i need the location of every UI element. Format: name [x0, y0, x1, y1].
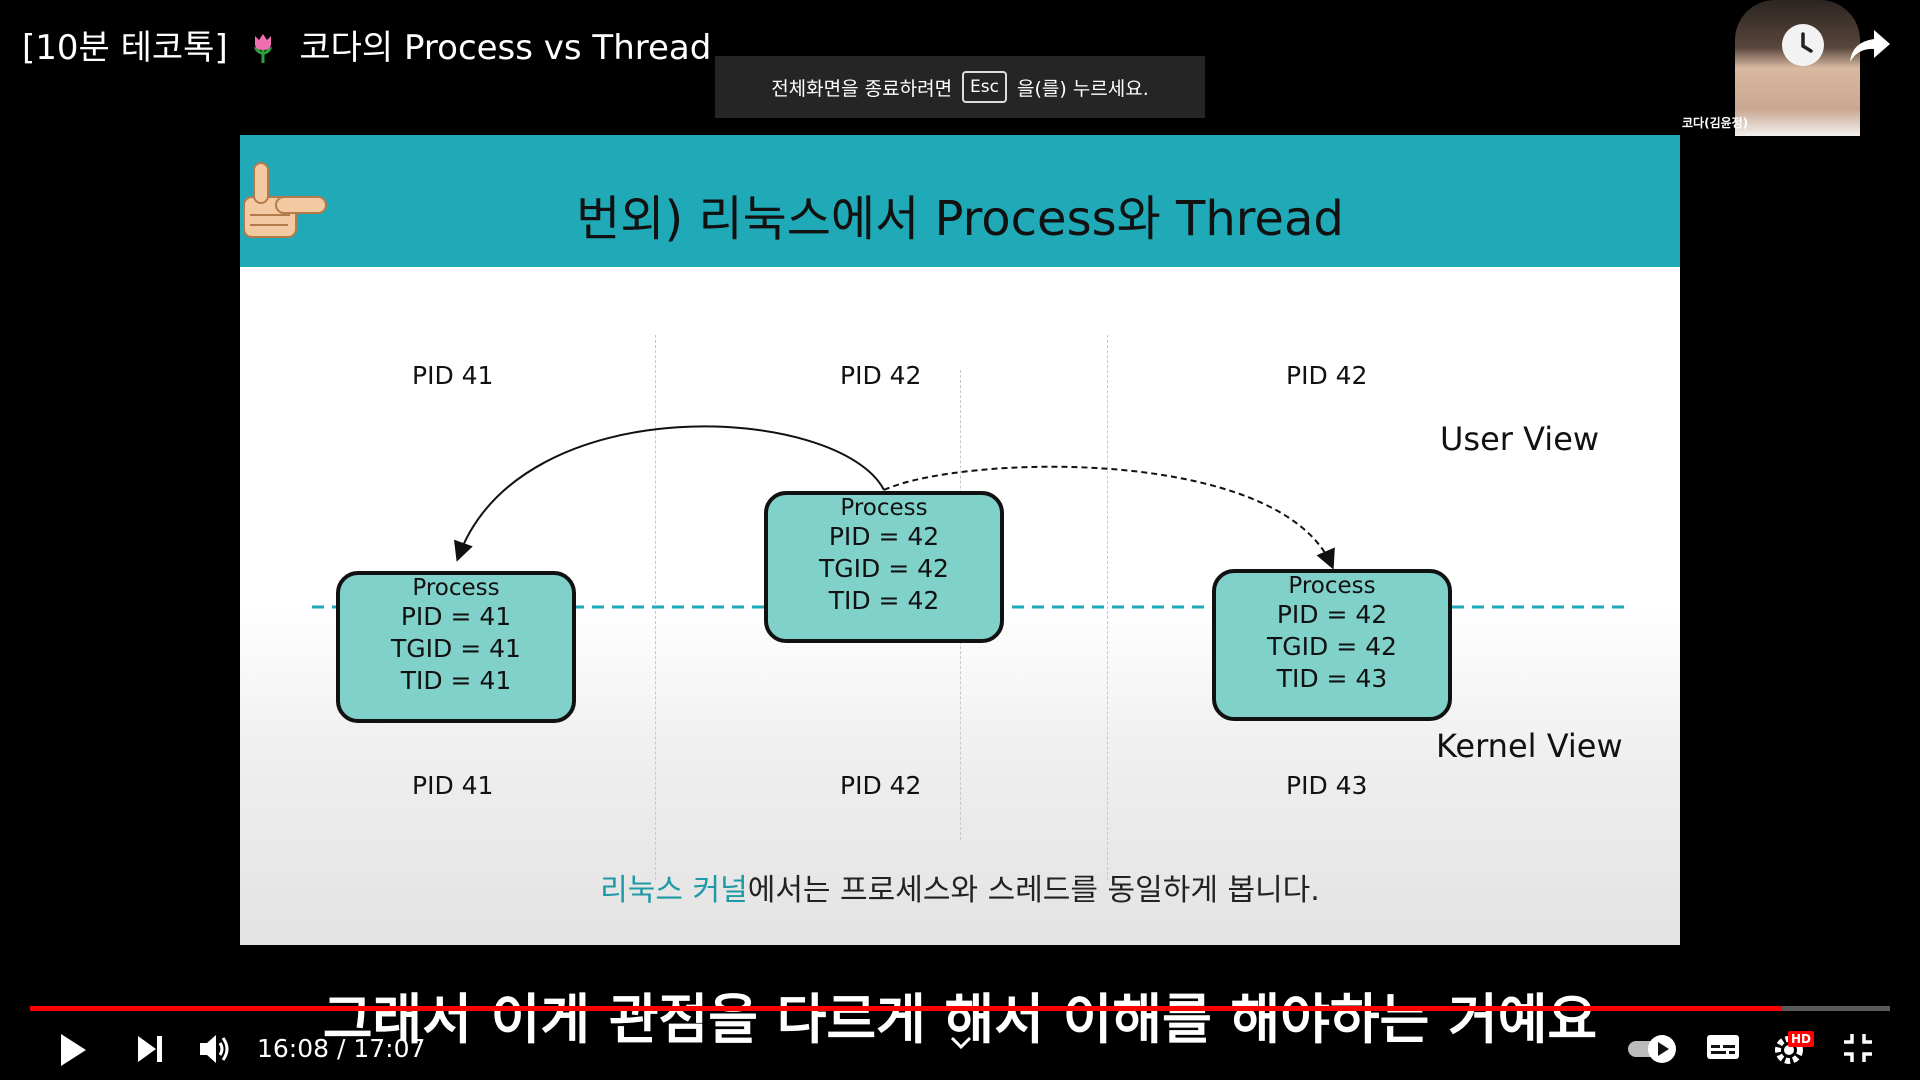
bottom-pid-label: PID 41 — [412, 771, 493, 800]
fullscreen-notice-before: 전체화면을 종료하려면 — [771, 74, 952, 101]
top-pid-label: PID 42 — [1286, 361, 1367, 390]
process-title: Process — [1216, 573, 1448, 599]
process-tgid: TGID = 42 — [1216, 631, 1448, 663]
volume-icon[interactable] — [198, 1032, 232, 1066]
process-title: Process — [768, 495, 1000, 521]
fullscreen-notice-after: 을(를) 누르세요. — [1017, 74, 1149, 101]
process-title: Process — [340, 575, 572, 601]
presenter-label: 코다(김윤정) — [1682, 114, 1748, 131]
user-view-label: User View — [1440, 420, 1599, 458]
tulip-icon — [251, 33, 275, 63]
player-controls: 16:08 / 17:07 HD — [0, 1020, 1920, 1080]
bottom-pid-label: PID 42 — [840, 771, 921, 800]
autoplay-toggle-icon[interactable] — [1626, 1032, 1680, 1066]
process-box: Process PID = 41 TGID = 41 TID = 41 — [336, 571, 576, 723]
caption-rest: 에서는 프로세스와 스레드를 동일하게 봅니다. — [748, 873, 1320, 908]
video-title-prefix: [10분 테코톡] — [22, 28, 228, 68]
hd-badge: HD — [1788, 1031, 1814, 1047]
slide-caption: 리눅스 커널에서는 프로세스와 스레드를 동일하게 봅니다. — [240, 865, 1680, 909]
kernel-view-label: Kernel View — [1436, 727, 1623, 765]
progress-played — [30, 1006, 1782, 1011]
video-title: [10분 테코톡] 코다의 Process vs Thread — [22, 20, 711, 69]
process-tgid: TGID = 41 — [340, 633, 572, 665]
presentation-slide: 번외) 리눅스에서 Process와 Thread PID 41 PID 42 … — [240, 135, 1680, 945]
top-pid-label: PID 42 — [840, 361, 921, 390]
caption-accent: 리눅스 커널 — [600, 873, 748, 908]
process-box: Process PID = 42 TGID = 42 TID = 43 — [1212, 569, 1452, 721]
process-tid: TID = 42 — [768, 585, 1000, 617]
time-display: 16:08 / 17:07 — [257, 1034, 425, 1063]
chevron-down-icon[interactable] — [950, 1036, 972, 1050]
process-pid: PID = 42 — [1216, 599, 1448, 631]
process-tid: TID = 43 — [1216, 663, 1448, 695]
subtitles-icon[interactable] — [1706, 1032, 1740, 1062]
process-tgid: TGID = 42 — [768, 553, 1000, 585]
fullscreen-exit-notice: 전체화면을 종료하려면 Esc 을(를) 누르세요. — [715, 56, 1205, 118]
process-tid: TID = 41 — [340, 665, 572, 697]
next-icon[interactable] — [136, 1034, 164, 1064]
presenter-image — [1735, 0, 1860, 136]
presenter-video: 코다(김윤정) — [1640, 0, 1920, 136]
exit-fullscreen-icon[interactable] — [1842, 1032, 1874, 1064]
process-pid: PID = 42 — [768, 521, 1000, 553]
share-icon[interactable] — [1848, 26, 1892, 66]
process-box: Process PID = 42 TGID = 42 TID = 42 — [764, 491, 1004, 643]
play-icon[interactable] — [58, 1032, 88, 1068]
bottom-pid-label: PID 43 — [1286, 771, 1367, 800]
esc-key-badge: Esc — [962, 71, 1007, 103]
process-pid: PID = 41 — [340, 601, 572, 633]
watch-later-icon[interactable] — [1782, 24, 1824, 66]
progress-bar[interactable] — [30, 1006, 1890, 1011]
top-pid-label: PID 41 — [412, 361, 493, 390]
video-title-rest: 코다의 Process vs Thread — [299, 28, 711, 68]
